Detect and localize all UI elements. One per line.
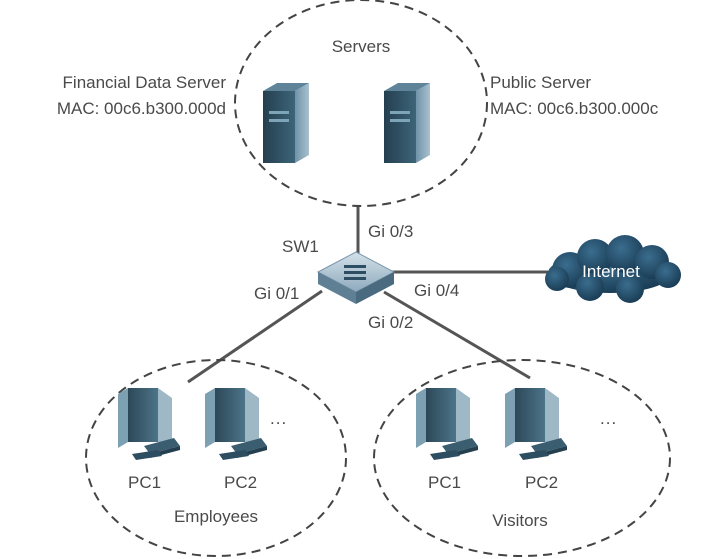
servers-group-label: Servers [331, 37, 391, 56]
employees-group-label: Employees [173, 507, 259, 526]
servers-group-ellipse [234, 0, 488, 207]
employees-pc2-icon [205, 388, 267, 460]
employees-pc1-icon [118, 388, 180, 460]
link-gi02 [383, 290, 531, 380]
visitors-pc1-icon [416, 388, 478, 460]
internet-cloud-icon [545, 235, 681, 303]
port-gi04-label: Gi 0/4 [414, 281, 460, 300]
visitors-pc2-icon [505, 388, 567, 460]
link-gi01 [187, 289, 323, 384]
financial-server-icon [263, 83, 309, 163]
employees-more-label: ... [270, 409, 288, 428]
public-server-mac: MAC: 00c6.b300.000c [490, 99, 659, 118]
switch-label: SW1 [282, 237, 319, 256]
public-server-name: Public Server [490, 73, 592, 92]
employees-group-ellipse [85, 359, 347, 557]
visitors-pc1-label: PC1 [428, 473, 462, 492]
visitors-more-label: ... [600, 409, 618, 428]
visitors-group-label: Visitors [492, 511, 548, 530]
internet-label: Internet [582, 262, 640, 281]
switch-icon [316, 251, 396, 304]
visitors-group-ellipse [373, 359, 671, 557]
port-gi03-label: Gi 0/3 [368, 222, 414, 241]
port-gi01-label: Gi 0/1 [254, 284, 300, 303]
visitors-pc2-label: PC2 [525, 473, 559, 492]
financial-server-mac: MAC: 00c6.b300.000d [56, 99, 226, 118]
port-gi02-label: Gi 0/2 [368, 313, 414, 332]
employees-pc2-label: PC2 [224, 473, 258, 492]
financial-server-name: Financial Data Server [62, 73, 226, 92]
employees-pc1-label: PC1 [128, 473, 162, 492]
public-server-icon [384, 83, 430, 163]
